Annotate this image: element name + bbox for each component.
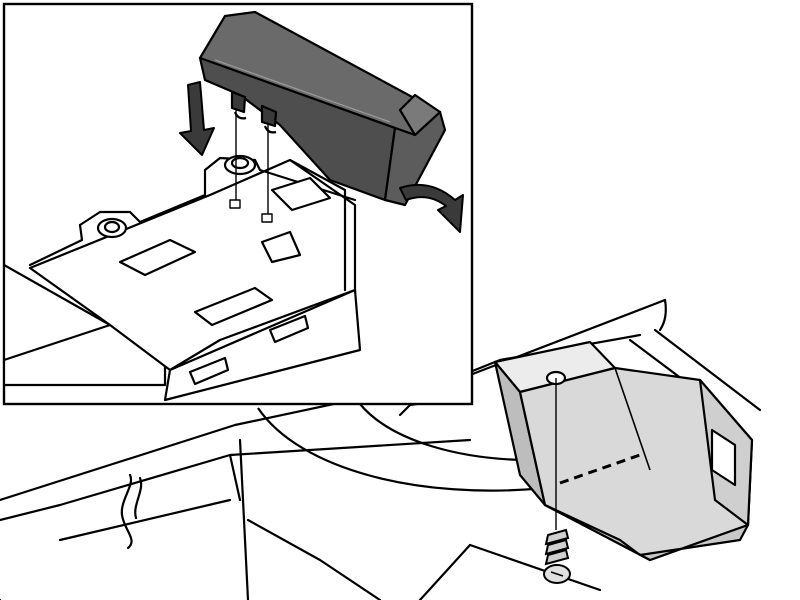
detail-callout-curve <box>257 403 546 492</box>
detail-inset <box>2 2 474 406</box>
mounting-bracket <box>493 340 754 562</box>
fixing-screw <box>543 378 571 584</box>
push-down-arrow <box>179 81 215 156</box>
rotate-arrow <box>399 184 464 233</box>
snap-on-cover <box>198 10 447 207</box>
